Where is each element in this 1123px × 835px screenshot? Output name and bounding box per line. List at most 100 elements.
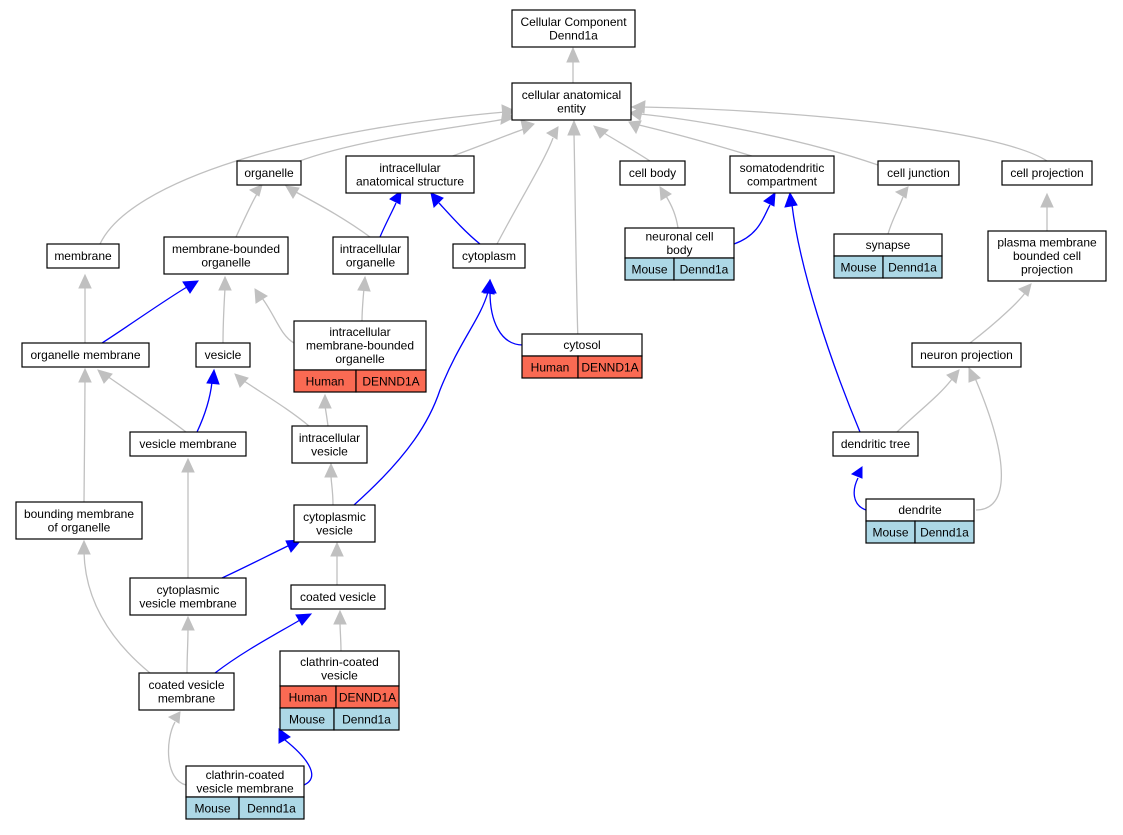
is-a-edge [234, 373, 310, 427]
term-label: organelle membrane [30, 348, 140, 362]
term-node-imbo[interactable]: intracellularmembrane-boundedorganelleHu… [293, 320, 427, 393]
term-label: membrane-bounded [306, 339, 414, 353]
is-a-edge [330, 541, 344, 586]
term-node-cellbody[interactable]: cell body [619, 160, 686, 186]
term-box [832, 431, 919, 457]
part-of-edge [733, 191, 776, 245]
edge-arrowhead [77, 539, 91, 555]
term-label: coated vesicle [300, 590, 376, 604]
gene-label: Dennd1a [247, 802, 296, 816]
term-node-dtree[interactable]: dendritic tree [832, 431, 919, 457]
term-label: dendritic tree [841, 437, 911, 451]
species-label: Mouse [194, 802, 230, 816]
is-a-edge [77, 539, 151, 674]
edge-line [196, 381, 213, 433]
term-node-orgmem[interactable]: organelle membrane [21, 342, 150, 368]
term-node-cellproj[interactable]: cell projection [1001, 160, 1093, 186]
term-label: vesicle [321, 668, 358, 682]
edge-arrowhead [248, 184, 263, 197]
term-label: membrane [54, 249, 112, 263]
term-node-celljunction[interactable]: cell junction [877, 160, 960, 186]
is-a-edge [496, 126, 559, 245]
term-node-coatedv[interactable]: coated vesicle [290, 584, 386, 610]
edge-line [295, 191, 371, 238]
edge-arrowhead [430, 192, 444, 209]
term-label: cell body [629, 166, 676, 180]
edge-line [235, 193, 258, 238]
term-label: clathrin-coated [300, 655, 379, 669]
term-node-cytoplasm[interactable]: cytoplasm [452, 243, 526, 269]
part-of-edge [379, 189, 402, 238]
edge-arrowhead [285, 185, 300, 199]
edge-arrowhead [167, 711, 181, 724]
part-of-edge [353, 278, 495, 506]
edge-arrowhead [318, 393, 332, 409]
is-a-edge [357, 275, 371, 322]
edge-arrowhead [278, 728, 291, 744]
term-label: organelle [335, 352, 385, 366]
edge-line [638, 124, 756, 158]
term-node-vesicle[interactable]: vesicle [195, 342, 251, 368]
term-label: neuron projection [920, 348, 1013, 362]
edge-arrowhead [628, 120, 642, 135]
edge-arrowhead [234, 373, 249, 388]
edge-arrowhead [850, 466, 863, 479]
term-box [129, 431, 247, 457]
term-box [619, 160, 686, 186]
edge-arrowhead [97, 369, 113, 384]
term-box [195, 342, 251, 368]
term-box [1001, 160, 1093, 186]
term-label: bounding membrane [24, 507, 134, 521]
term-box [290, 584, 386, 610]
term-label: body [666, 243, 692, 257]
term-node-neuronproj[interactable]: neuron projection [911, 342, 1022, 368]
gene-label: Dennd1a [342, 713, 391, 727]
edge-arrowhead [520, 119, 535, 136]
term-box [15, 501, 143, 540]
part-of-edge [101, 280, 199, 344]
term-label: dendrite [898, 503, 942, 517]
edge-line [361, 287, 365, 322]
gene-cell [355, 369, 427, 393]
term-label: plasma membrane [997, 236, 1097, 250]
is-a-edge [218, 275, 232, 344]
term-node-membrane[interactable]: membrane [46, 243, 120, 269]
is-a-edge [969, 283, 1032, 344]
is-a-edge [181, 457, 195, 578]
annotation-row-mouse: Mouse Dennd1a [185, 796, 305, 820]
term-label: entity [557, 101, 586, 115]
is-a-edge [659, 186, 679, 229]
term-box [293, 320, 427, 371]
is-a-edge [968, 366, 1003, 511]
is-a-edge [333, 609, 347, 652]
term-node-organelle[interactable]: organelle [236, 160, 302, 186]
edge-arrowhead [181, 615, 195, 631]
gene-label: DENND1A [362, 375, 419, 389]
term-label: intracellular [329, 325, 390, 339]
edge-line [438, 202, 481, 245]
edge-arrowhead [630, 100, 646, 114]
term-node-vesmem[interactable]: vesicle membrane [129, 431, 247, 457]
term-label: vesicle membrane [139, 437, 237, 451]
edge-line [214, 619, 301, 674]
